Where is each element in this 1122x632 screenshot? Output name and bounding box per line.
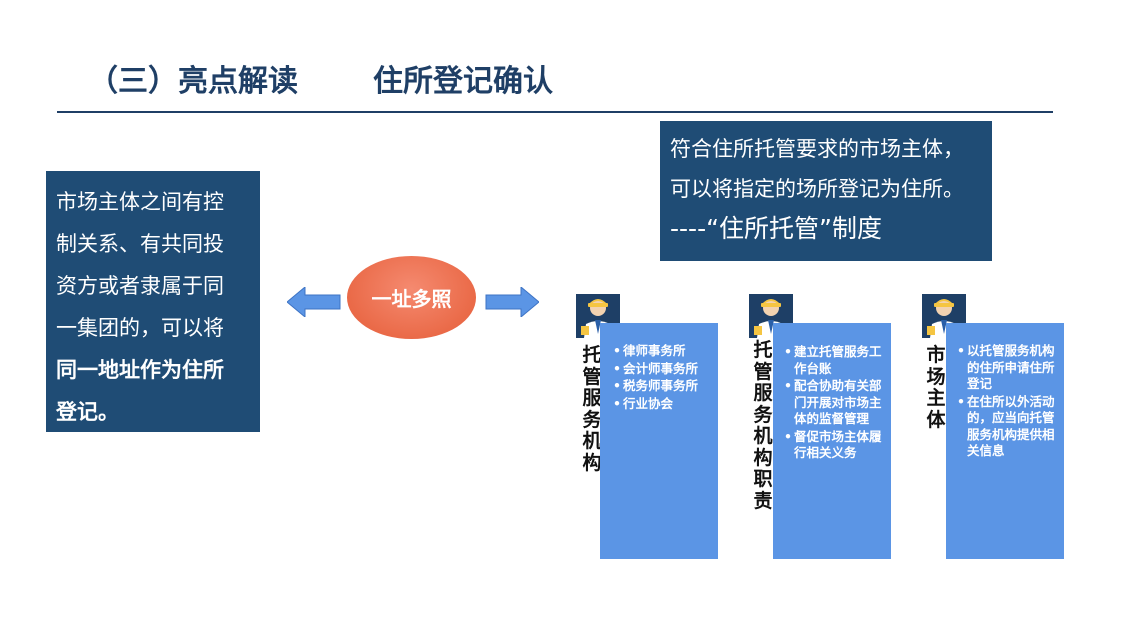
list-item: 税务师事务所 [612, 378, 712, 395]
left-arrow-icon [287, 287, 341, 317]
column-label-custodian: 托管服务机构 [582, 344, 602, 474]
top-box-line-2: 可以将指定的场所登记为住所。 [670, 177, 964, 201]
column-panel-market-entity: 以托管服务机构的住所申请住所登记 在住所以外活动的，应当向托管服务机构提供相关信… [946, 323, 1064, 559]
list-item: 督促市场主体履行相关义务 [783, 429, 883, 462]
left-box-line: 一集团的，可以将 [56, 316, 224, 340]
column-label-market-entity: 市场主体 [926, 344, 946, 431]
left-box-strong-line: 登记。 [56, 400, 119, 424]
list-item: 行业协会 [612, 396, 712, 413]
right-arrow-icon [485, 287, 539, 317]
column-panel-custodian: 律师事务所 会计师事务所 税务师事务所 行业协会 [600, 323, 718, 559]
list-item: 配合协助有关部门开展对市场主体的监督管理 [783, 378, 883, 428]
left-box-line: 市场主体之间有控 [56, 190, 224, 214]
topic-title: 住所登记确认 [373, 64, 553, 99]
section-title: （三）亮点解读 [88, 64, 298, 99]
left-box-strong-line: 同一地址作为住所 [56, 358, 224, 382]
list-item: 在住所以外活动的，应当向托管服务机构提供相关信息 [956, 394, 1056, 460]
column-label-duties: 托管服务机构职责 [753, 339, 773, 512]
title-divider [57, 111, 1053, 113]
top-box-line-3: ----“住所托管”制度 [670, 214, 882, 243]
list-item: 建立托管服务工作台账 [783, 344, 883, 377]
left-info-box: 市场主体之间有控 制关系、有共同投 资方或者隶属于同 一集团的，可以将 同一地址… [46, 171, 260, 432]
list-item: 会计师事务所 [612, 361, 712, 378]
top-info-box: 符合住所托管要求的市场主体， 可以将指定的场所登记为住所。 ----“住所托管”… [660, 121, 992, 261]
list-item: 律师事务所 [612, 343, 712, 360]
column-panel-duties: 建立托管服务工作台账 配合协助有关部门开展对市场主体的监督管理 督促市场主体履行… [773, 323, 891, 559]
left-box-line: 资方或者隶属于同 [56, 274, 224, 298]
left-box-line: 制关系、有共同投 [56, 232, 224, 256]
list-item: 以托管服务机构的住所申请住所登记 [956, 343, 1056, 393]
center-oval: 一址多照 [347, 256, 476, 339]
top-box-line-1: 符合住所托管要求的市场主体， [670, 137, 964, 161]
center-label: 一址多照 [371, 287, 452, 311]
